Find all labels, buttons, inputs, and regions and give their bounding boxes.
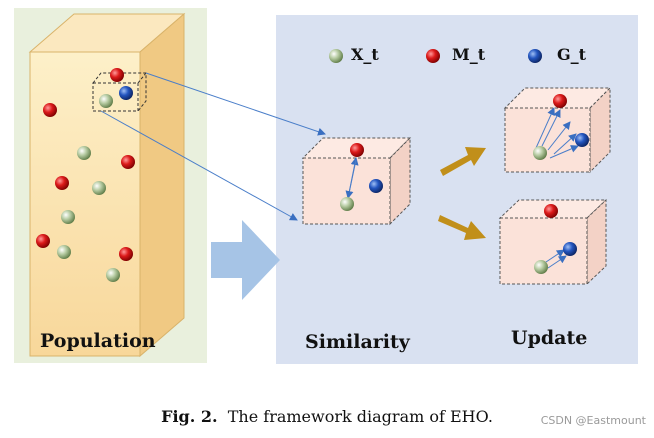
similarity-cube [301, 136, 412, 226]
ball-x [99, 94, 113, 108]
update-arrows [438, 147, 486, 240]
legend-balls [329, 49, 542, 63]
legend-m-label: M_t [452, 45, 486, 64]
ball-x [533, 146, 547, 160]
ball-x [534, 260, 548, 274]
ball-g [563, 242, 577, 256]
ball-x [106, 268, 120, 282]
legend-m-ball [426, 49, 440, 63]
ball-g [575, 133, 589, 147]
ball-m [55, 176, 69, 190]
big-arrow [211, 220, 280, 300]
ball-m [350, 143, 364, 157]
update-label: Update [511, 327, 588, 349]
update-cube-top [503, 86, 612, 174]
legend-g-ball [528, 49, 542, 63]
population-label: Population [40, 330, 156, 352]
ball-m [544, 204, 558, 218]
ball-m [553, 94, 567, 108]
population-balls [36, 68, 135, 282]
update-cube-bottom [498, 198, 608, 286]
ball-x [57, 245, 71, 259]
caption-fig-number: Fig. 2. [161, 407, 218, 426]
legend-g-label: G_t [557, 45, 587, 64]
ball-x [340, 197, 354, 211]
caption-text: The framework diagram of EHO. [227, 407, 493, 426]
figure-caption: Fig. 2. The framework diagram of EHO. [0, 407, 654, 426]
similarity-label: Similarity [305, 331, 410, 353]
watermark: CSDN @Eastmount [540, 414, 646, 427]
ball-m [110, 68, 124, 82]
ball-m [43, 103, 57, 117]
ball-g [119, 86, 133, 100]
legend-x-label: X_t [351, 45, 379, 64]
ball-m [119, 247, 133, 261]
ball-m [121, 155, 135, 169]
connector-lines [100, 72, 326, 221]
ball-m [36, 234, 50, 248]
ball-x [92, 181, 106, 195]
ball-g [369, 179, 383, 193]
legend-x-ball [329, 49, 343, 63]
population-box [28, 12, 186, 358]
ball-x [77, 146, 91, 160]
ball-x [61, 210, 75, 224]
